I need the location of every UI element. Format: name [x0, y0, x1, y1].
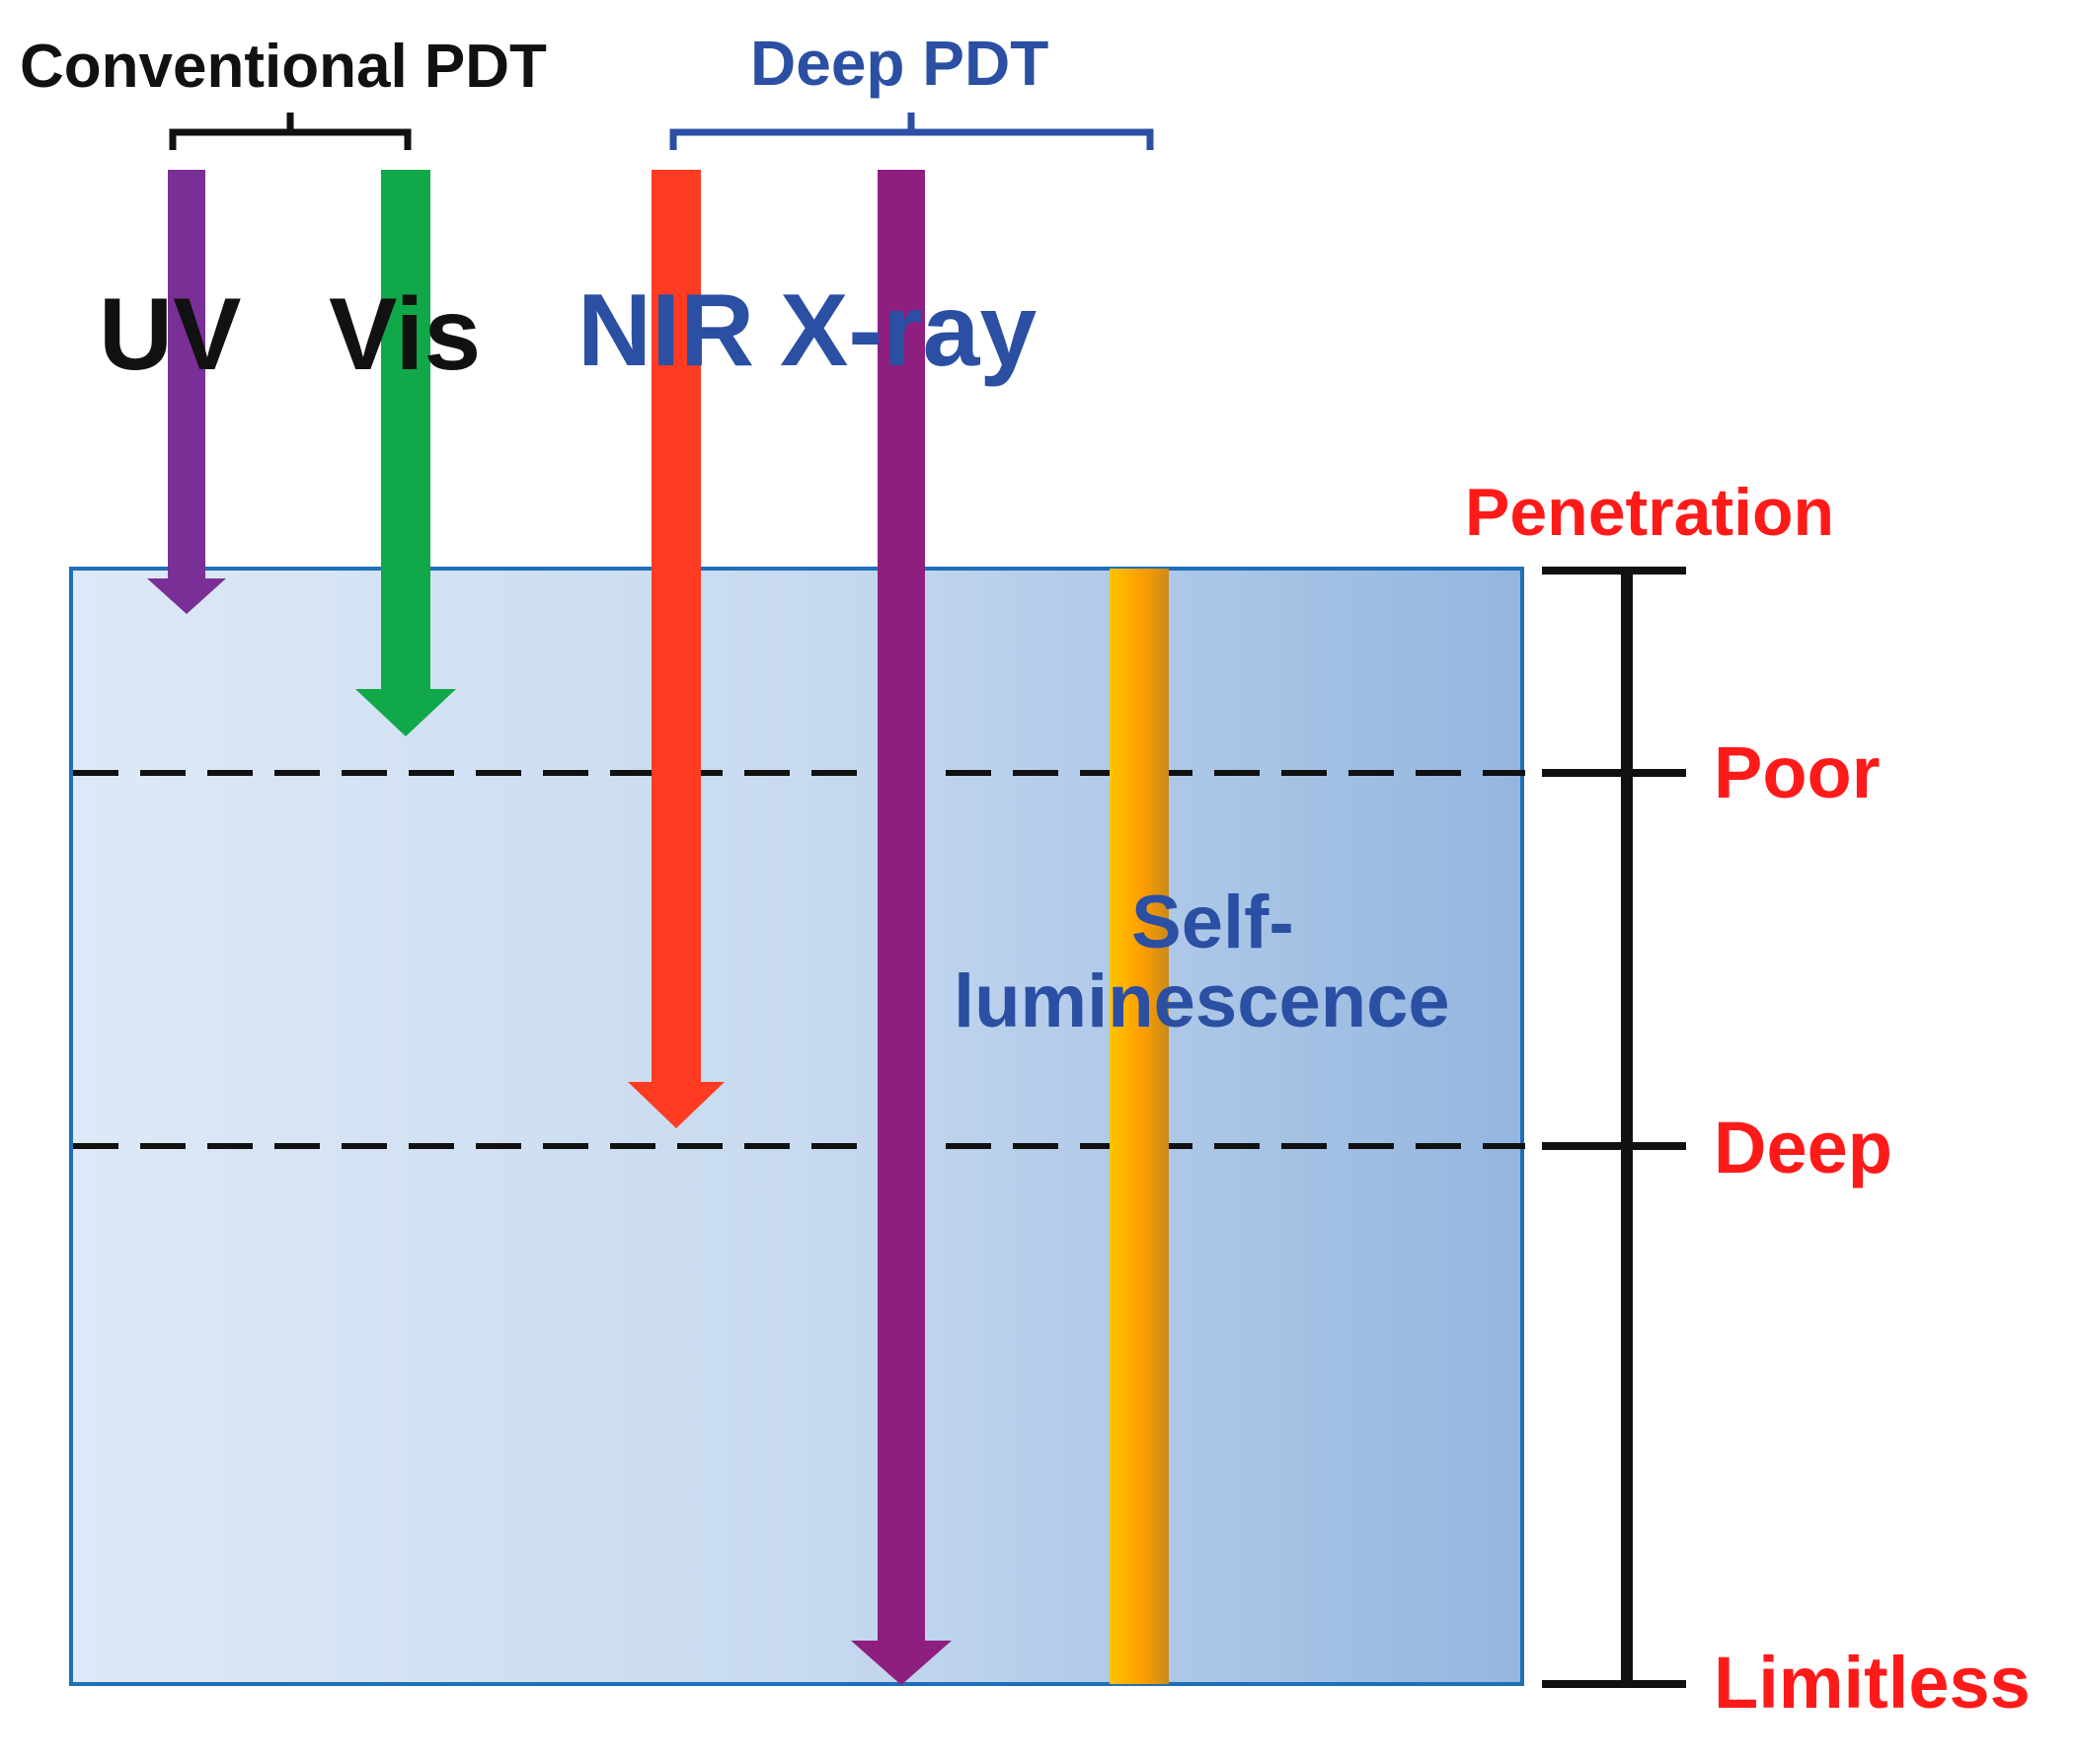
xray-arrow: [851, 170, 952, 1685]
deep-pdt-bracket: [669, 113, 1154, 150]
uv-arrow: [147, 170, 226, 614]
level-label-poor: Poor: [1714, 731, 1881, 813]
xray-arrow-head: [851, 1641, 952, 1685]
deep-pdt-label: Deep PDT: [750, 28, 1048, 99]
self-luminescence-bar: [1110, 569, 1169, 1684]
uv-arrow-head: [147, 578, 226, 614]
nir-label: NIR: [577, 273, 754, 388]
self-luminescence-label-line1: Self-: [1131, 881, 1294, 964]
uv-label: UV: [99, 277, 241, 392]
conventional-pdt-bracket: [169, 113, 412, 150]
vis-arrow-shaft: [381, 170, 430, 691]
nir-arrow-shaft: [652, 170, 701, 1084]
vis-label: Vis: [329, 277, 481, 392]
nir-arrow-head: [628, 1082, 725, 1128]
xray-arrow-shaft: [878, 170, 925, 1643]
tissue-block: [69, 567, 1524, 1686]
penetration-scale: [1542, 567, 1686, 1688]
penetration-title: Penetration: [1465, 475, 1834, 550]
level-label-limitless: Limitless: [1714, 1642, 2031, 1724]
level-label-deep: Deep: [1714, 1107, 1892, 1189]
self-luminescence-label-line2: luminescence: [954, 959, 1450, 1043]
uv-arrow-shaft: [168, 170, 205, 580]
vis-arrow-head: [355, 689, 456, 736]
vis-arrow: [355, 170, 456, 736]
conventional-pdt-label: Conventional PDT: [20, 33, 547, 101]
nir-arrow: [628, 170, 725, 1128]
xray-label: X-ray: [780, 273, 1037, 388]
